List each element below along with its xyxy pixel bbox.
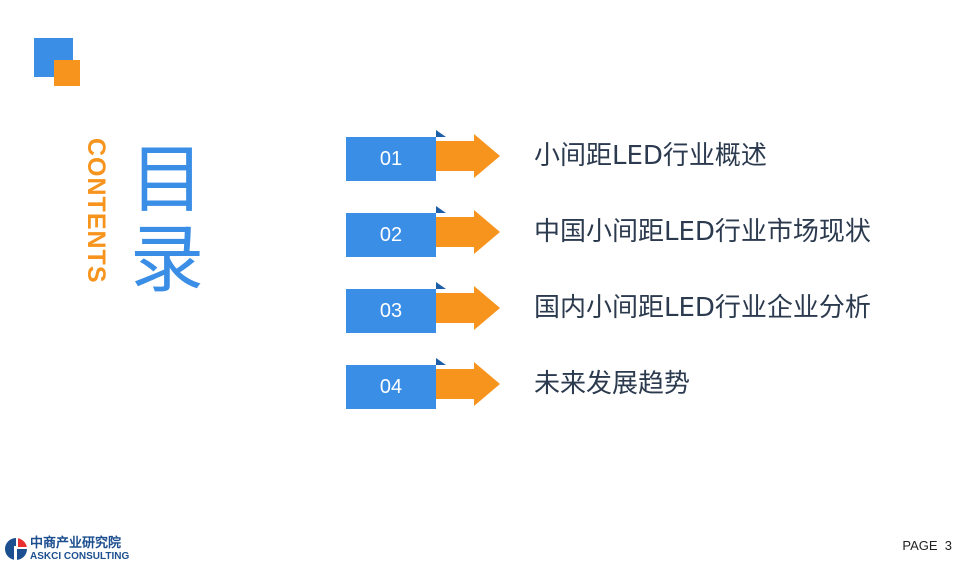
toc-label: 小间距LED行业概述 [534, 141, 767, 171]
page-number: 3 [944, 538, 952, 553]
fold-corner [436, 358, 446, 365]
toc-label: 国内小间距LED行业企业分析 [534, 293, 871, 323]
toc-number-box: 02 [346, 213, 436, 257]
logo-text-en: ASKCI CONSULTING [30, 551, 130, 562]
toc-number-box: 01 [346, 137, 436, 181]
toc-item-03[interactable]: 03 国内小间距LED行业企业分析 [346, 282, 946, 334]
page-prefix: PAGE [902, 538, 938, 553]
toc-label: 中国小间距LED行业市场现状 [534, 217, 871, 247]
deco-square-orange [54, 60, 80, 86]
toc-item-02[interactable]: 02 中国小间距LED行业市场现状 [346, 206, 946, 258]
company-logo: 中商产业研究院 ASKCI CONSULTING [4, 536, 144, 564]
fold-corner [436, 206, 446, 213]
arrow-right-icon [436, 210, 500, 254]
page-title: 目 录 [122, 140, 212, 300]
title-char-1: 目 [130, 137, 204, 223]
contents-heading-en: CONTENTS [82, 138, 110, 284]
arrow-right-icon [436, 286, 500, 330]
logo-text-cn: 中商产业研究院 [30, 536, 122, 551]
title-char-2: 录 [130, 217, 204, 303]
arrow-right-icon [436, 134, 500, 178]
toc-number-box: 04 [346, 365, 436, 409]
fold-corner [436, 282, 446, 289]
logo-mark-icon [5, 538, 27, 560]
toc-label: 未来发展趋势 [534, 369, 691, 399]
fold-corner [436, 130, 446, 137]
toc-item-04[interactable]: 04 未来发展趋势 [346, 358, 946, 410]
toc-number-box: 03 [346, 289, 436, 333]
page-number-label: PAGE 3 [902, 538, 952, 554]
arrow-right-icon [436, 362, 500, 406]
toc-item-01[interactable]: 01 小间距LED行业概述 [346, 130, 946, 182]
